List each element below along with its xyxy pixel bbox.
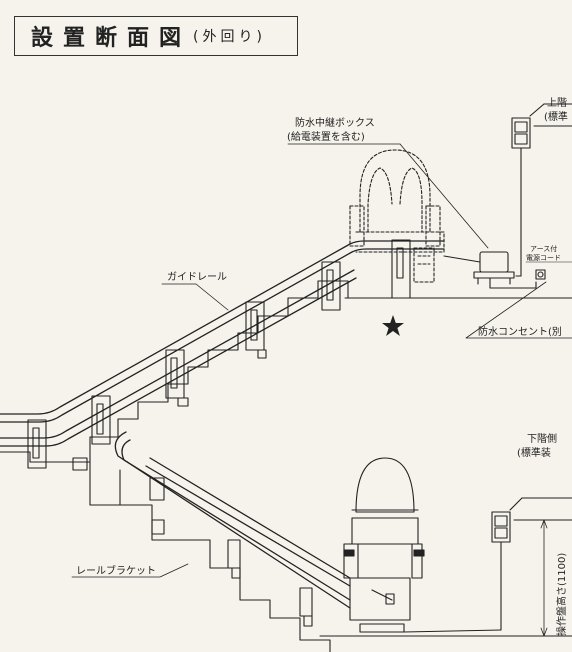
label-upper-switch-1: 上階 bbox=[547, 98, 567, 109]
label-earth-cord-2: 電源コード bbox=[526, 254, 561, 262]
upper-switch bbox=[511, 103, 572, 277]
label-lower-switch-2: (標準装 bbox=[517, 448, 551, 459]
junction-box-leader bbox=[399, 143, 489, 249]
label-waterproof-box-1: 防水中継ボックス bbox=[295, 118, 375, 129]
lower-stairs bbox=[89, 469, 331, 652]
label-lower-switch-1: 下階側 bbox=[527, 434, 557, 445]
label-operation-height: 操作盤高さ(1100) bbox=[557, 552, 568, 636]
lower-guide-rail bbox=[114, 431, 351, 609]
lower-rail-brackets bbox=[149, 477, 313, 627]
height-dimension bbox=[540, 519, 548, 637]
lower-chair bbox=[343, 457, 425, 633]
label-waterproof-box-2: (給電装置を含む) bbox=[287, 132, 365, 143]
earth-cord-outlet bbox=[525, 261, 572, 280]
guide-rail-leader bbox=[161, 283, 229, 311]
label-rail-bracket: レールブラケット bbox=[76, 566, 156, 577]
page-subtitle: (外回り) bbox=[193, 29, 266, 45]
upper-rail-brackets bbox=[27, 239, 411, 471]
star-marker bbox=[382, 315, 404, 336]
label-upper-switch-2: (標準 bbox=[544, 112, 568, 123]
outlet-leader bbox=[465, 281, 572, 339]
label-waterproof-outlet: 防水コンセント(別 bbox=[478, 327, 562, 338]
waterproof-junction-box bbox=[443, 251, 537, 289]
lower-switch bbox=[319, 497, 572, 637]
label-guide-rail: ガイドレール bbox=[167, 272, 227, 283]
label-earth-cord-1: アース付 bbox=[530, 245, 558, 253]
rail-bracket-leader bbox=[71, 563, 189, 578]
upper-stairs bbox=[0, 280, 572, 471]
page-title: 設置断面図 bbox=[31, 26, 192, 51]
title-box: 設置断面図 (外回り) bbox=[14, 16, 298, 56]
